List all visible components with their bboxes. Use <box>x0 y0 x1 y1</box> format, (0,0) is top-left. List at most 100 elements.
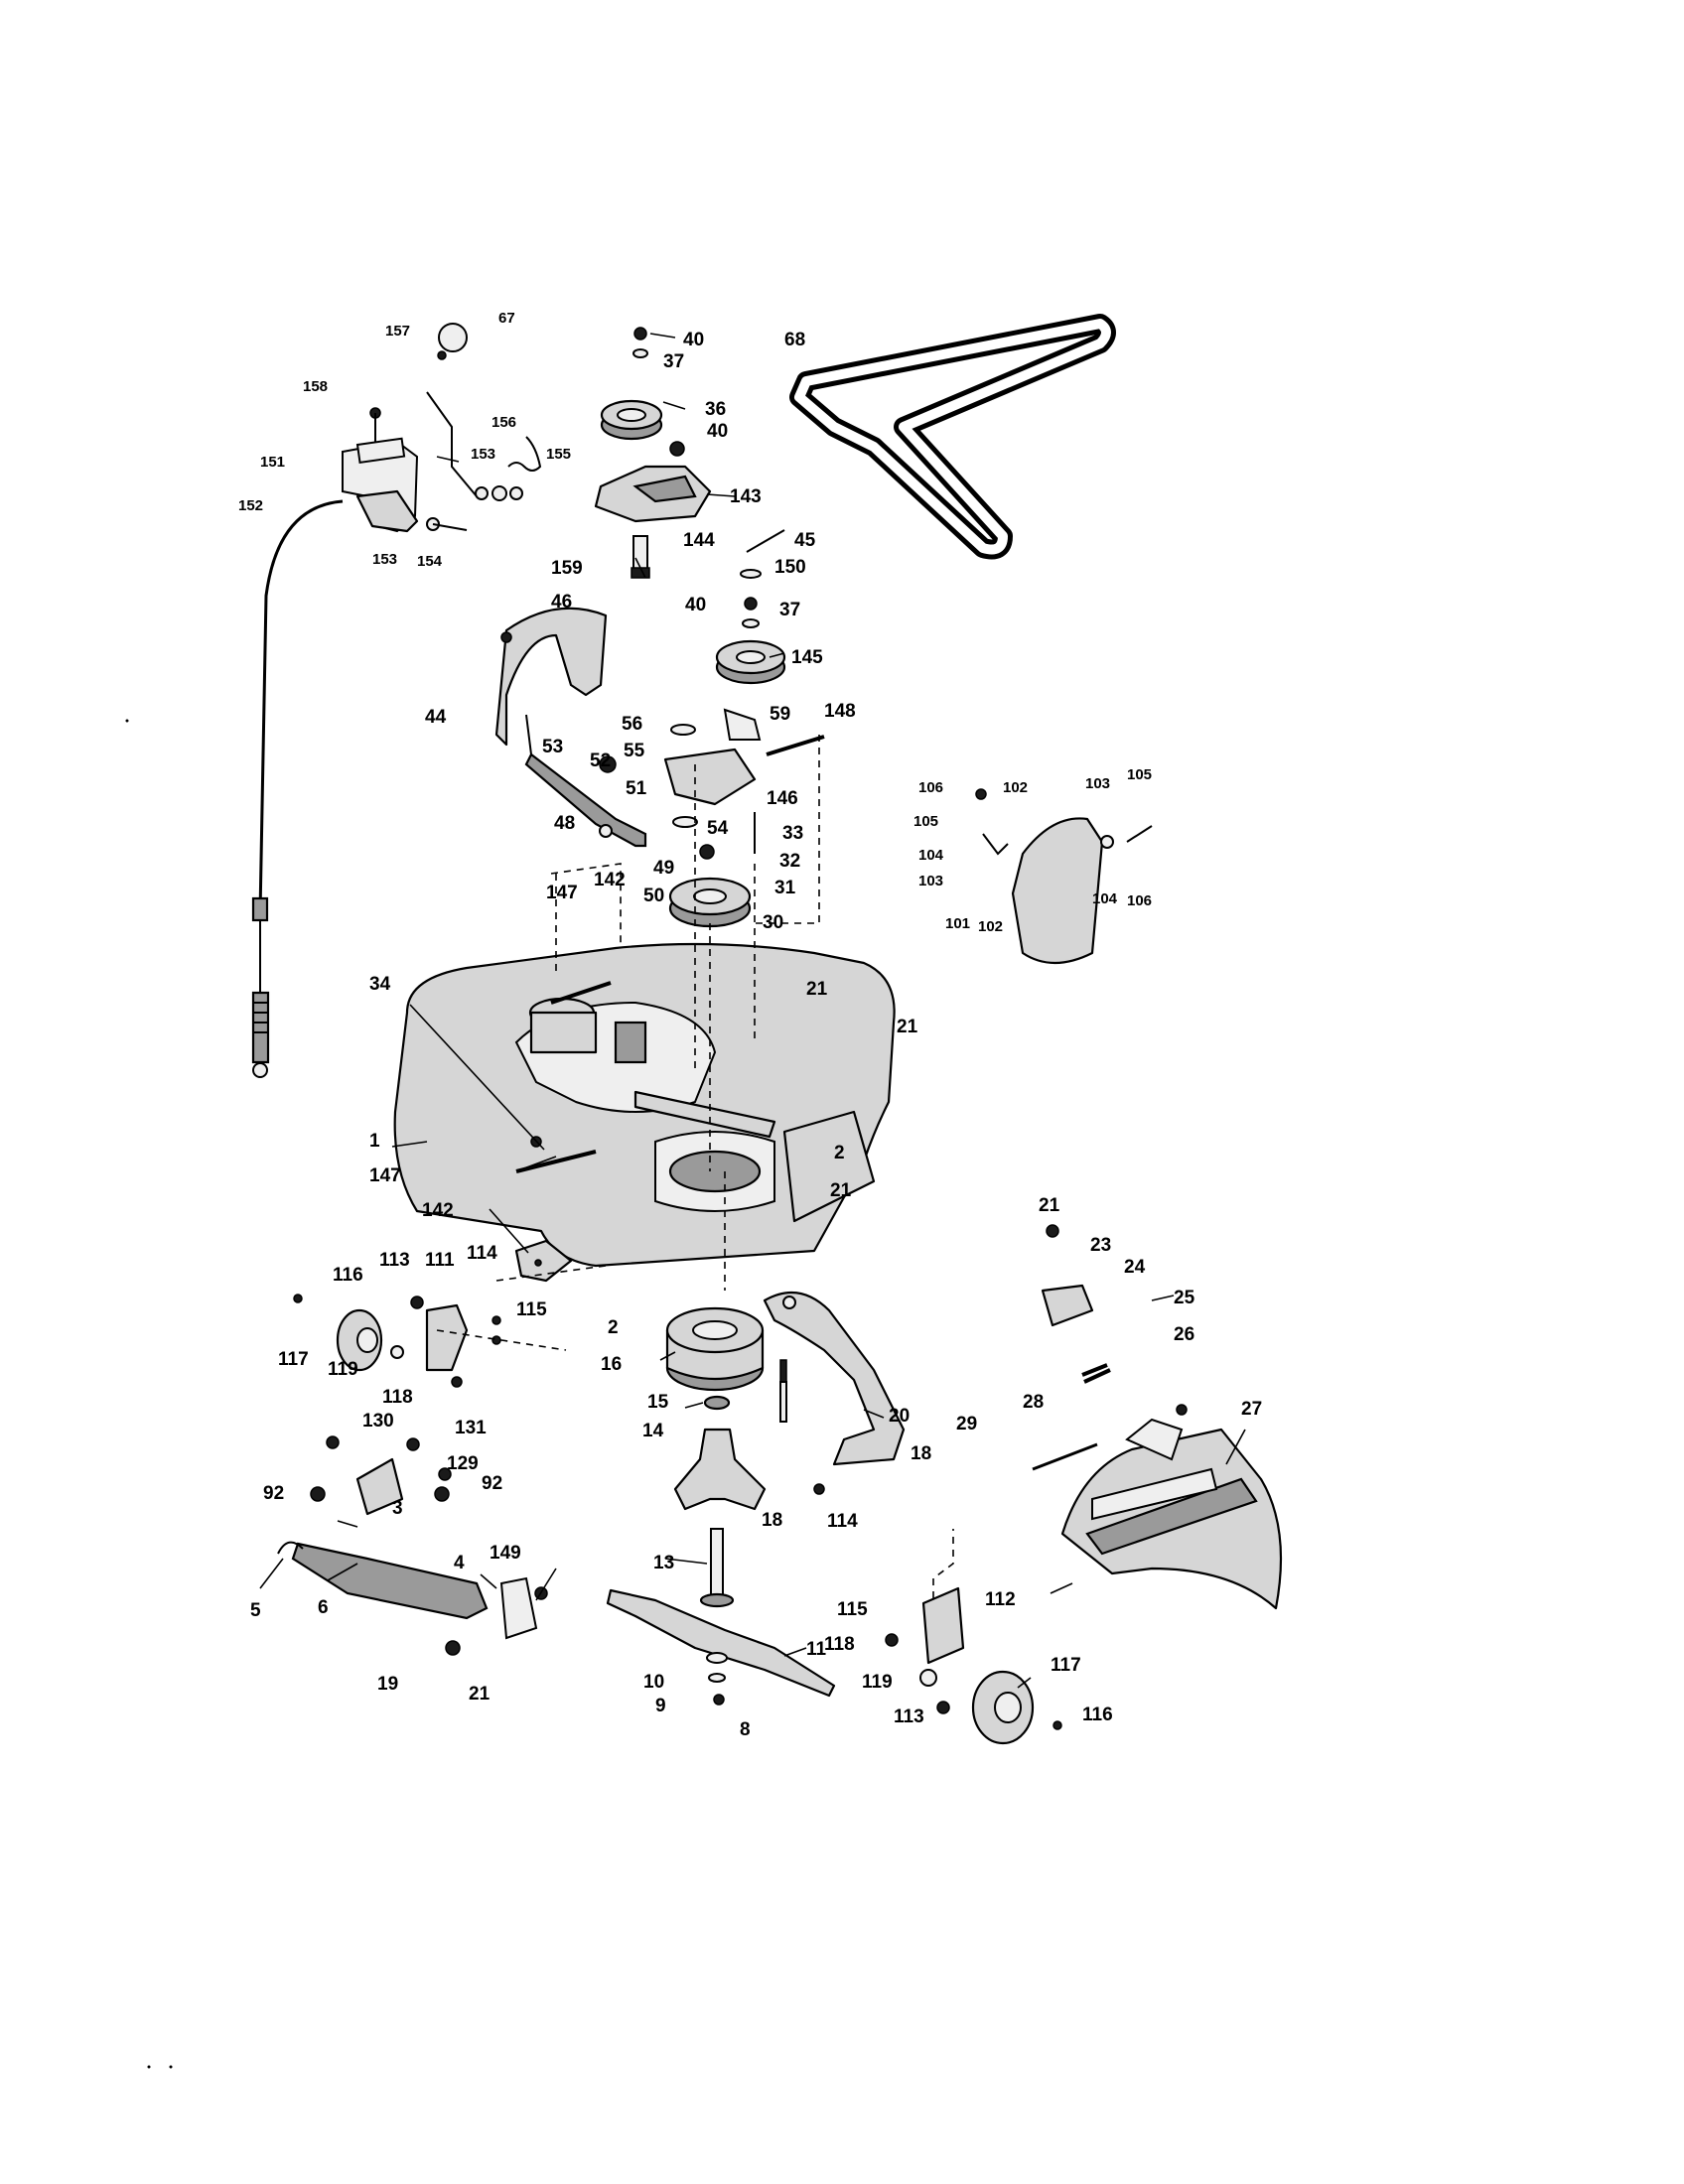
callout-44: 44 <box>425 707 447 728</box>
mower-belt <box>789 314 1116 560</box>
callout-106b: 106 <box>1127 892 1152 909</box>
callout-16: 16 <box>601 1354 622 1375</box>
idler-arm <box>524 714 647 848</box>
callout-46: 46 <box>551 592 572 613</box>
callout-1: 1 <box>369 1131 380 1152</box>
callout-52: 52 <box>590 751 611 771</box>
callout-117b: 117 <box>1051 1655 1081 1676</box>
callout-21c: 21 <box>830 1180 852 1201</box>
callout-23: 23 <box>1090 1235 1111 1256</box>
idler-pulley-assembly <box>594 327 712 579</box>
callout-113a: 113 <box>379 1250 410 1271</box>
callout-105b: 105 <box>913 813 938 830</box>
callout-153a: 153 <box>471 446 495 463</box>
callout-27: 27 <box>1241 1399 1262 1420</box>
callout-115b: 115 <box>837 1599 868 1620</box>
callout-labels: 68 67 157 158 156 153 155 151 152 153 15… <box>238 310 1262 1740</box>
callout-19: 19 <box>377 1674 398 1695</box>
callout-143: 143 <box>730 486 762 507</box>
callout-54: 54 <box>707 818 729 839</box>
callout-112: 112 <box>985 1589 1016 1610</box>
callout-13: 13 <box>653 1553 674 1573</box>
engagement-cable <box>251 499 344 1078</box>
callout-114b: 114 <box>827 1511 858 1532</box>
callout-106a: 106 <box>918 779 943 796</box>
callout-48: 48 <box>554 813 575 834</box>
callout-18a: 18 <box>911 1443 931 1464</box>
callout-115a: 115 <box>516 1299 547 1320</box>
deck-hanger-left <box>310 1435 452 1516</box>
callout-149: 149 <box>490 1543 521 1564</box>
gauge-wheel-left <box>293 1294 501 1388</box>
callout-24: 24 <box>1124 1257 1146 1278</box>
callout-32: 32 <box>779 851 800 872</box>
callout-119a: 119 <box>328 1359 358 1380</box>
deck-link <box>277 1541 548 1656</box>
callout-153b: 153 <box>372 551 397 568</box>
callout-40b: 40 <box>707 421 728 442</box>
callout-104a: 104 <box>918 847 944 864</box>
callout-154: 154 <box>417 553 443 570</box>
callout-15: 15 <box>647 1392 669 1413</box>
callout-119b: 119 <box>862 1672 893 1693</box>
callout-142a: 142 <box>594 870 626 890</box>
callout-113b: 113 <box>894 1706 924 1727</box>
callout-114a: 114 <box>467 1243 497 1264</box>
callout-150: 150 <box>774 557 806 578</box>
callout-2a: 2 <box>834 1143 845 1163</box>
hanger-bracket-20 <box>763 1291 906 1495</box>
callout-25: 25 <box>1174 1288 1195 1308</box>
callout-151: 151 <box>260 454 285 471</box>
callout-68: 68 <box>784 330 805 350</box>
callout-92b: 92 <box>482 1473 502 1494</box>
callout-148: 148 <box>824 701 856 722</box>
callout-21d: 21 <box>1039 1195 1060 1216</box>
callout-159: 159 <box>551 558 583 579</box>
engagement-bracket-assembly <box>342 323 542 533</box>
callout-3: 3 <box>392 1498 403 1519</box>
spindle-assembly <box>665 1306 767 1608</box>
callout-147a: 147 <box>546 883 578 903</box>
callout-40c: 40 <box>685 595 706 615</box>
callout-67: 67 <box>498 310 515 327</box>
scan-marks <box>125 719 173 2069</box>
callout-2b: 2 <box>608 1317 619 1338</box>
callout-26: 26 <box>1174 1324 1194 1345</box>
callout-29: 29 <box>956 1414 977 1434</box>
callout-152: 152 <box>238 497 263 514</box>
callout-118a: 118 <box>382 1387 413 1408</box>
callout-40a: 40 <box>683 330 704 350</box>
callout-30: 30 <box>763 912 783 933</box>
callout-11: 11 <box>806 1639 827 1660</box>
callout-56: 56 <box>622 714 642 735</box>
callout-45: 45 <box>794 530 816 551</box>
callout-49: 49 <box>653 858 674 879</box>
callout-116a: 116 <box>333 1265 363 1286</box>
callout-129: 129 <box>447 1453 479 1474</box>
callout-117a: 117 <box>278 1349 309 1370</box>
callout-130: 130 <box>362 1411 394 1432</box>
baffle <box>975 788 1153 964</box>
callout-103b: 103 <box>918 873 943 889</box>
callout-101: 101 <box>945 915 970 932</box>
callout-37b: 37 <box>779 600 800 620</box>
idler-bracket-55 <box>663 708 825 854</box>
callout-145: 145 <box>791 647 823 668</box>
discharge-chute <box>1060 1418 1283 1610</box>
callout-6: 6 <box>318 1597 329 1618</box>
callout-144: 144 <box>683 530 715 551</box>
callout-158: 158 <box>303 378 328 395</box>
callout-31: 31 <box>774 878 796 898</box>
callout-33: 33 <box>782 823 803 844</box>
callout-111: 111 <box>425 1250 455 1271</box>
callout-34: 34 <box>369 974 391 995</box>
callout-103a: 103 <box>1085 775 1110 792</box>
callout-21b: 21 <box>897 1017 918 1037</box>
callout-9: 9 <box>655 1696 666 1716</box>
callout-102b: 102 <box>978 918 1003 935</box>
callout-21a: 21 <box>806 979 828 1000</box>
callout-116b: 116 <box>1082 1705 1113 1725</box>
bracket-142-lower <box>514 1239 573 1283</box>
callout-142b: 142 <box>422 1200 454 1221</box>
callout-8: 8 <box>740 1719 751 1740</box>
